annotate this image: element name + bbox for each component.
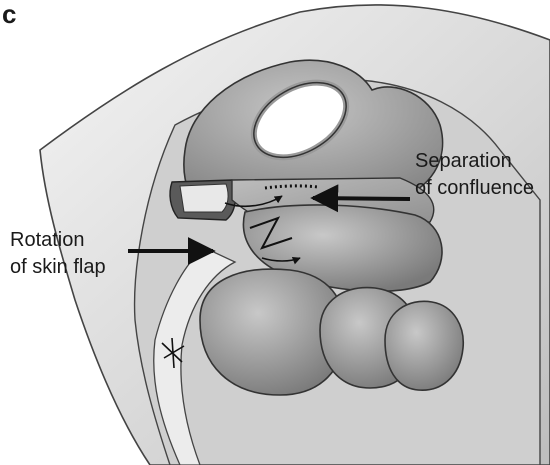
separation-label-line2: of confluence: [415, 176, 534, 200]
separation-label-line1: Separation: [415, 149, 512, 173]
rotation-label-line1: Rotation: [10, 228, 85, 252]
separation-arrow: [313, 198, 410, 199]
panel-letter: c: [2, 2, 16, 26]
rotation-label-line2: of skin flap: [10, 255, 106, 279]
